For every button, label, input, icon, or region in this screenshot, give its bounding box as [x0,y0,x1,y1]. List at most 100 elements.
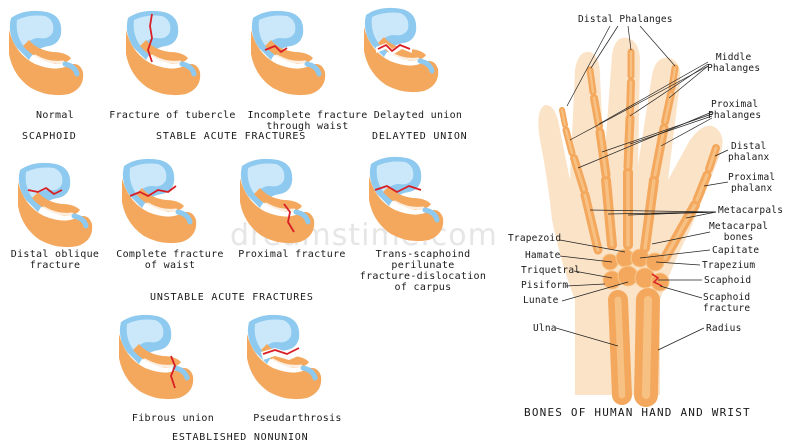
cartilage-highlight [133,15,171,48]
joint-surface [71,213,89,229]
joint-surface [172,365,190,381]
bone-body-upper [133,344,181,368]
bone-highlight [42,206,74,216]
label-hamate: Hamate [525,250,561,261]
leader-distal-phalanx [714,149,729,157]
middle-middle-highlight [628,80,633,114]
leader-distal-little [566,25,611,107]
bone-body [251,30,326,96]
scaphoid-distal-oblique-figure [18,162,93,248]
bone-body-upper [32,192,80,216]
fracture-line [27,187,63,195]
scaphoid-tubercle-figure [126,10,201,96]
leader-scaphoid-fracture [659,285,703,299]
label-middle-phalanges: Middle Phalanges [707,52,761,74]
bone-body-upper [265,40,313,64]
hand-diagram-title: BONES OF HUMAN HAND AND WRIST [524,406,751,419]
bone-body-upper [383,186,431,210]
scaphoid-trans-scaphoid-figure [369,156,444,242]
label-metacarpal-bones: Metacarpal bones [709,221,769,243]
fracture-line [283,203,295,233]
leader-middle-ring [598,61,709,125]
index-middle-highlight [663,92,673,124]
cartilage-highlight [129,163,167,196]
fracture-line [264,45,288,53]
bone-body [247,334,322,400]
leader-capitate [639,249,711,259]
scaphoid-proximal-figure [240,158,315,244]
thumb-proximal-highlight [695,173,709,202]
cartilage-highlight [126,319,164,352]
joint-surface [293,209,311,225]
ring-middle-highlight [592,96,601,128]
bone-body-upper [254,188,302,212]
bone-body-upper [136,188,184,212]
leader-radius [657,327,705,351]
label-ulna: Ulna [533,323,557,334]
cartilage-highlight [16,15,54,48]
ring-proximal-highlight [598,130,608,177]
fracture-line [377,44,411,52]
leader-distal-index [639,25,676,67]
bone-highlight [271,358,303,368]
carpal-bone [650,272,670,292]
caption-tubercle: Fracture of tubercle [109,110,236,121]
leader-prox-index [660,117,713,147]
bone-body [240,178,315,244]
leader-middle-little [569,65,709,141]
ulna-bone-highlight [614,296,626,399]
bone-body [126,30,201,96]
leader-triquetral [573,270,613,279]
caption-complete-waist: Complete fracture of waist [116,249,224,271]
label-proximal-phalanx: Proximal phalanx [728,172,776,194]
label-scaphoid-fracture: Scaphoid fracture [703,292,751,314]
fracture-line [262,347,300,355]
joint-surface [179,61,197,77]
little-proximal-highlight [572,156,586,192]
bone-body-upper [23,40,71,64]
joint-surface [300,365,318,381]
leader-hamate [559,255,613,263]
cartilage-highlight [254,319,292,352]
leader-pisiform [565,283,606,287]
radius-bone-highlight [642,296,652,399]
section-nonunion: ESTABLISHED NONUNION [172,432,309,443]
label-lunate: Lunate [523,295,559,306]
bone-highlight [275,54,307,64]
leader-metacarpal-5 [589,209,717,213]
caption-pseudarthrosis: Pseudarthrosis [253,413,342,424]
bone-body [18,182,93,248]
leader-middle-index [668,65,709,99]
scaphoid-delayed-union-figure [364,7,439,93]
label-proximal-phalanges: Proximal Phalanges [708,99,762,121]
joint-surface [62,61,80,77]
label-trapezoid: Trapezoid [508,233,562,244]
bone-body [369,176,444,242]
fracture-line [170,355,176,389]
bone-body [122,178,197,244]
bone-highlight [264,202,296,212]
caption-incomplete-waist: Incomplete fracture through waist [247,110,368,132]
joint-surface [417,58,435,74]
leader-prox-little [577,111,713,169]
little-distal-highlight [561,109,566,126]
section-stable: STABLE ACUTE FRACTURES [156,131,307,142]
metacarpal-5-highlight [583,193,600,252]
leader-proximal-phalanx [703,181,729,187]
leader-trapezoid [559,239,626,253]
section-scaphoid: SCAPHOID [22,131,77,142]
joint-surface [422,207,440,223]
section-unstable: UNSTABLE ACUTE FRACTURES [150,292,314,303]
bone-highlight [146,202,178,212]
bone-body [119,334,194,400]
label-metacarpals: Metacarpals [718,205,784,216]
caption-delayed-union: Delayted union [373,110,463,121]
bone-highlight [143,358,175,368]
caption-normal: Normal [36,110,74,121]
cartilage-highlight [247,163,285,196]
leader-metacarpal-2 [651,211,717,215]
metacarpal-1-highlight [663,203,697,260]
caption-fibrous-union: Fibrous union [131,413,215,424]
little-middle-highlight [564,128,574,155]
fracture-line [147,13,153,63]
